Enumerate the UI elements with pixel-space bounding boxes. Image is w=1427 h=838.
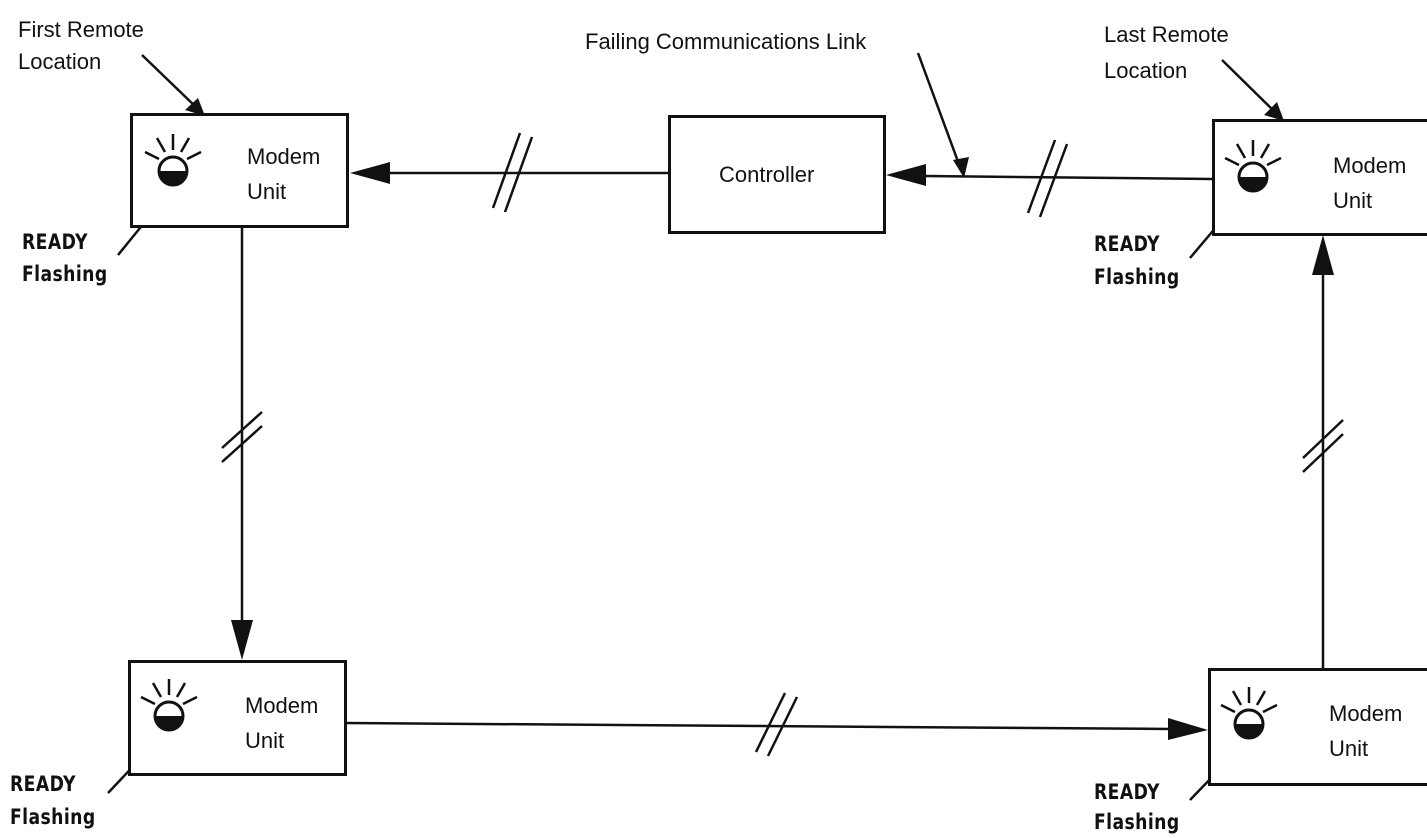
ready-light-icon bbox=[140, 679, 198, 732]
arrowhead-top-right bbox=[1312, 235, 1334, 275]
last-remote-label-line1: Last Remote bbox=[1104, 22, 1229, 47]
link-last-to-controller bbox=[924, 174, 1213, 181]
pointer-failing-link-head bbox=[953, 157, 969, 178]
failing-link-label: Failing Communications Link bbox=[585, 29, 867, 54]
link-bottom bbox=[344, 721, 1171, 731]
break-mark-4a bbox=[754, 692, 787, 753]
ready-label-4: READY bbox=[1094, 780, 1160, 804]
break-mark-1a bbox=[491, 132, 522, 209]
break-mark-5b bbox=[1302, 433, 1344, 473]
pointer-first-remote bbox=[141, 54, 198, 109]
first-remote-label-line2: Location bbox=[18, 49, 102, 74]
ready-label-1: READY bbox=[22, 230, 88, 254]
flashing-label-3: Flashing bbox=[10, 805, 96, 829]
first-remote-label-line1: First Remote bbox=[18, 17, 144, 42]
ready-light-icon bbox=[1224, 140, 1282, 193]
modem-unit-top-right: Modem Unit bbox=[1212, 119, 1427, 236]
modem-label-line1: Modem bbox=[245, 693, 319, 718]
break-mark-3a bbox=[221, 411, 263, 449]
modem-label-line2: Unit bbox=[245, 728, 285, 753]
modem-label-line1: Modem bbox=[247, 144, 321, 169]
break-mark-2a bbox=[1026, 139, 1057, 214]
break-mark-2b bbox=[1038, 143, 1069, 218]
break-mark-3b bbox=[221, 425, 263, 463]
arrowhead-bottom-right bbox=[1168, 718, 1208, 740]
pointer-last-remote-head bbox=[1264, 102, 1284, 121]
controller-box: Controller bbox=[668, 115, 886, 234]
modem-unit-bottom-left: Modem Unit bbox=[128, 660, 347, 776]
pointer-first-remote-head bbox=[185, 98, 205, 116]
ready-label-3: READY bbox=[10, 772, 76, 796]
last-remote-label-line2: Location bbox=[1104, 58, 1188, 83]
ready-light-icon bbox=[1220, 687, 1278, 740]
pointer-last-remote bbox=[1221, 59, 1276, 113]
ready-label-2: READY bbox=[1094, 232, 1160, 256]
flashing-label-2: Flashing bbox=[1094, 265, 1180, 289]
modem-label-line1: Modem bbox=[1329, 701, 1403, 726]
modem-unit-bottom-right: Modem Unit bbox=[1208, 668, 1427, 786]
flashing-label-4: Flashing bbox=[1094, 810, 1180, 834]
break-mark-4b bbox=[766, 696, 799, 757]
modem-label-line1: Modem bbox=[1333, 153, 1407, 178]
arrowhead-bottom-left bbox=[231, 620, 253, 660]
controller-label: Controller bbox=[719, 162, 815, 187]
ready-light-icon bbox=[144, 134, 202, 187]
pointer-failing-link bbox=[916, 52, 962, 168]
modem-label-line2: Unit bbox=[247, 179, 287, 204]
break-mark-5a bbox=[1302, 419, 1344, 459]
break-mark-1b bbox=[503, 136, 534, 213]
arrowhead-controller bbox=[886, 164, 926, 186]
arrowhead-first bbox=[350, 162, 390, 184]
flashing-label-1: Flashing bbox=[22, 262, 108, 286]
modem-unit-top-left: Modem Unit bbox=[130, 113, 349, 228]
modem-label-line2: Unit bbox=[1329, 736, 1369, 761]
modem-label-line2: Unit bbox=[1333, 188, 1373, 213]
